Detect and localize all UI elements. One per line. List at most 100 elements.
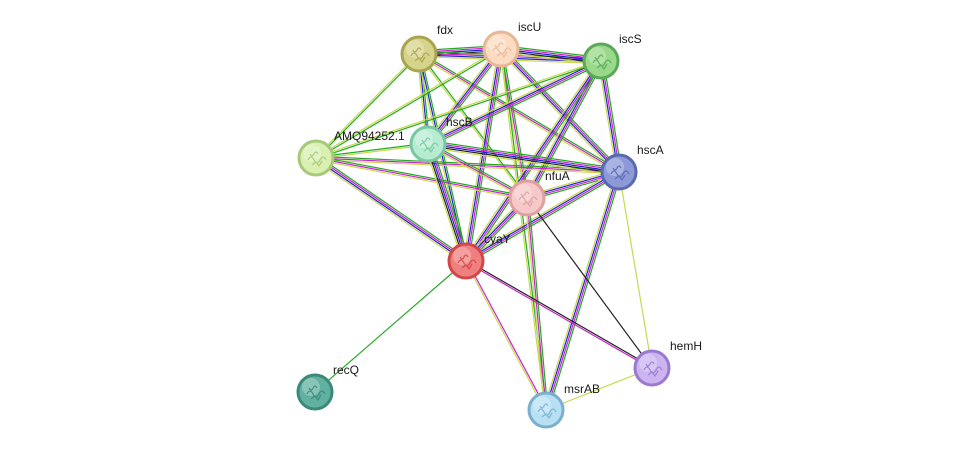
edge-iscS-nfuA[interactable] bbox=[524, 59, 604, 200]
protein-structure-icon bbox=[306, 385, 326, 402]
node-cyaY[interactable]: cyaY bbox=[447, 232, 511, 280]
node-label-hscA: hscA bbox=[637, 143, 664, 157]
edge-line bbox=[418, 53, 620, 173]
node-label-AMQ94252.1: AMQ94252.1 bbox=[334, 129, 405, 143]
edge-line bbox=[542, 171, 618, 410]
edge-line bbox=[427, 145, 619, 175]
edge-line bbox=[427, 146, 619, 176]
edge-line bbox=[466, 259, 653, 368]
node-highlight bbox=[533, 396, 551, 414]
edge-iscU-hscA[interactable] bbox=[498, 46, 622, 175]
edge-line bbox=[315, 159, 619, 175]
edge-line bbox=[427, 143, 528, 199]
edge-line bbox=[315, 59, 601, 158]
edge-AMQ94252.1-nfuA[interactable] bbox=[315, 155, 528, 201]
node-label-fdx: fdx bbox=[437, 23, 453, 37]
edge-AMQ94252.1-cyaY[interactable] bbox=[314, 155, 468, 264]
edge-hscA-hemH[interactable] bbox=[618, 171, 653, 369]
edge-line bbox=[602, 60, 623, 172]
protein-structure-icon bbox=[610, 165, 630, 182]
node-nfuA[interactable]: nfuA bbox=[508, 169, 570, 217]
edge-line bbox=[316, 54, 421, 160]
edge-fdx-AMQ94252.1[interactable] bbox=[314, 52, 421, 160]
node-circle bbox=[409, 125, 447, 163]
edge-line bbox=[526, 197, 653, 369]
edge-line bbox=[467, 62, 604, 263]
node-highlight bbox=[639, 354, 657, 372]
edge-line bbox=[314, 52, 419, 158]
edge-line bbox=[316, 155, 528, 197]
edge-fdx-hscA[interactable] bbox=[417, 52, 621, 174]
edge-line bbox=[464, 169, 619, 260]
node-circle bbox=[527, 391, 565, 429]
node-label-hemH: hemH bbox=[670, 339, 702, 353]
protein-structure-icon bbox=[419, 137, 439, 154]
edge-line bbox=[502, 46, 622, 171]
edge-line bbox=[618, 171, 653, 369]
edge-line bbox=[417, 54, 619, 174]
edge-line bbox=[462, 48, 500, 261]
node-msrAB[interactable]: msrAB bbox=[527, 382, 600, 429]
edge-hscB-hscA[interactable] bbox=[427, 140, 620, 176]
edge-hscB-cyaY[interactable] bbox=[424, 142, 470, 263]
edge-line bbox=[427, 143, 620, 173]
edge-line bbox=[428, 141, 529, 198]
edge-line bbox=[427, 143, 467, 262]
edge-line bbox=[425, 144, 465, 262]
node-highlight bbox=[588, 47, 606, 65]
node-circle bbox=[296, 373, 334, 411]
edge-line bbox=[466, 173, 621, 264]
node-hscA[interactable]: hscA bbox=[600, 143, 664, 191]
edge-line bbox=[465, 261, 652, 370]
edge-line bbox=[417, 54, 527, 199]
edge-line bbox=[526, 197, 547, 411]
edge-nfuA-hemH[interactable] bbox=[526, 197, 653, 369]
node-iscU[interactable]: iscU bbox=[482, 20, 541, 68]
node-highlight bbox=[303, 144, 321, 162]
edge-line bbox=[419, 52, 621, 172]
edge-iscU-AMQ94252.1[interactable] bbox=[315, 47, 502, 160]
node-AMQ94252.1[interactable]: AMQ94252.1 bbox=[297, 129, 405, 177]
edge-line bbox=[424, 144, 464, 263]
edge-cyaY-recQ[interactable] bbox=[314, 260, 467, 393]
edge-line bbox=[528, 61, 604, 200]
node-hemH[interactable]: hemH bbox=[633, 339, 702, 387]
edge-iscU-hscB[interactable] bbox=[425, 47, 504, 146]
node-hscB[interactable]: hscB bbox=[409, 115, 473, 163]
edge-line bbox=[316, 61, 602, 160]
edge-iscS-hscA[interactable] bbox=[597, 60, 623, 173]
protein-structure-icon bbox=[457, 254, 477, 271]
node-circle bbox=[482, 30, 520, 68]
edge-line bbox=[599, 61, 619, 173]
node-circle bbox=[633, 349, 671, 387]
node-highlight bbox=[415, 130, 433, 148]
node-highlight bbox=[606, 158, 624, 176]
node-recQ[interactable]: recQ bbox=[296, 363, 359, 411]
node-fdx[interactable]: fdx bbox=[400, 23, 453, 73]
node-iscS[interactable]: iscS bbox=[582, 32, 642, 80]
edge-hscA-msrAB[interactable] bbox=[542, 171, 623, 411]
edge-hscB-nfuA[interactable] bbox=[426, 141, 529, 201]
edge-line bbox=[315, 158, 466, 263]
edge-AMQ94252.1-hscB[interactable] bbox=[315, 142, 429, 160]
edge-line bbox=[426, 144, 527, 201]
node-label-recQ: recQ bbox=[333, 363, 359, 377]
edge-line bbox=[544, 171, 619, 410]
protein-structure-icon bbox=[307, 151, 327, 168]
edge-line bbox=[316, 156, 467, 261]
protein-structure-icon bbox=[518, 191, 538, 208]
edge-cyaY-hemH[interactable] bbox=[465, 259, 653, 370]
edge-line bbox=[426, 48, 501, 144]
node-circle bbox=[582, 42, 620, 80]
edge-line bbox=[546, 172, 621, 411]
edge-line bbox=[545, 367, 653, 411]
edge-iscS-AMQ94252.1[interactable] bbox=[315, 59, 602, 160]
edge-line bbox=[466, 172, 620, 263]
edge-cyaY-msrAB[interactable] bbox=[464, 260, 548, 411]
edge-line bbox=[428, 140, 620, 170]
edge-hscA-cyaY[interactable] bbox=[464, 169, 621, 264]
node-highlight bbox=[488, 35, 506, 53]
edge-line bbox=[315, 142, 428, 158]
edge-msrAB-hemH[interactable] bbox=[545, 367, 653, 411]
